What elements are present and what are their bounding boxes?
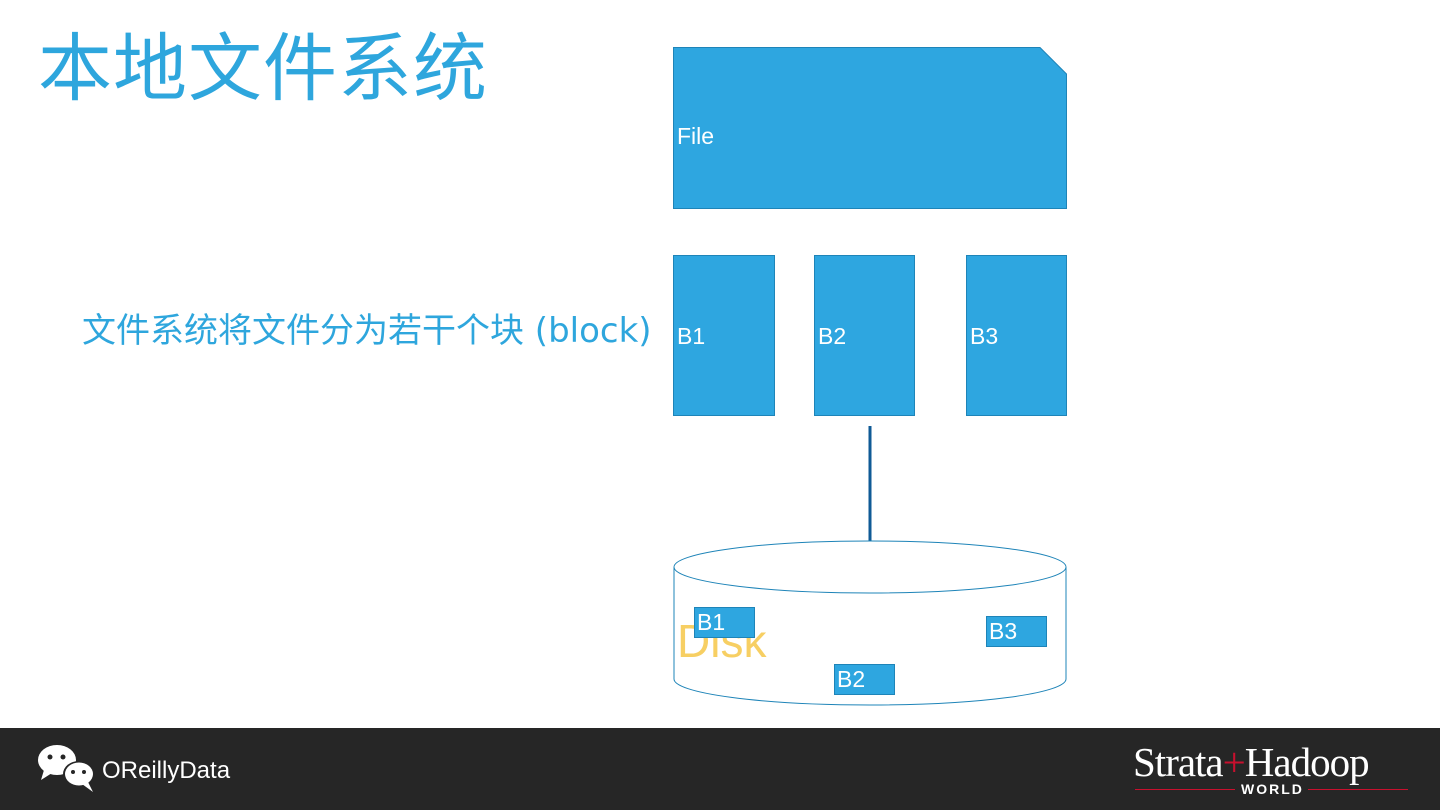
block-label: B3 [970, 323, 999, 349]
block-label: B2 [818, 323, 847, 349]
block-b3: B3 [966, 255, 1067, 416]
block-b1: B1 [673, 255, 775, 416]
logo-second: Hadoop [1244, 739, 1370, 785]
logo-rule-left [1135, 789, 1235, 790]
file-shape: File [673, 47, 1067, 209]
block-label: B1 [677, 323, 706, 349]
logo-main: Strata [1133, 739, 1224, 785]
logo-sub: WORLD [1241, 781, 1304, 797]
disk-block-b2: B2 [834, 664, 895, 695]
file-shape-outline [673, 47, 1067, 209]
disk-cylinder [673, 540, 1067, 706]
logo-rule-right [1308, 789, 1408, 790]
footer-bar [0, 728, 1440, 810]
slide-title: 本地文件系统 [38, 26, 488, 112]
account-name: OReillyData [102, 757, 231, 784]
strata-hadoop-logo: Strata+Hadoop [1133, 738, 1370, 786]
wechat-icon [38, 745, 95, 792]
disk-block-b1: B1 [694, 607, 755, 638]
file-label: File [677, 123, 715, 149]
disk-block-b3: B3 [986, 616, 1047, 647]
logo-plus: + [1222, 739, 1246, 785]
block-b2: B2 [814, 255, 915, 416]
slide-description: 文件系统将文件分为若干个块 (block) [82, 311, 652, 351]
